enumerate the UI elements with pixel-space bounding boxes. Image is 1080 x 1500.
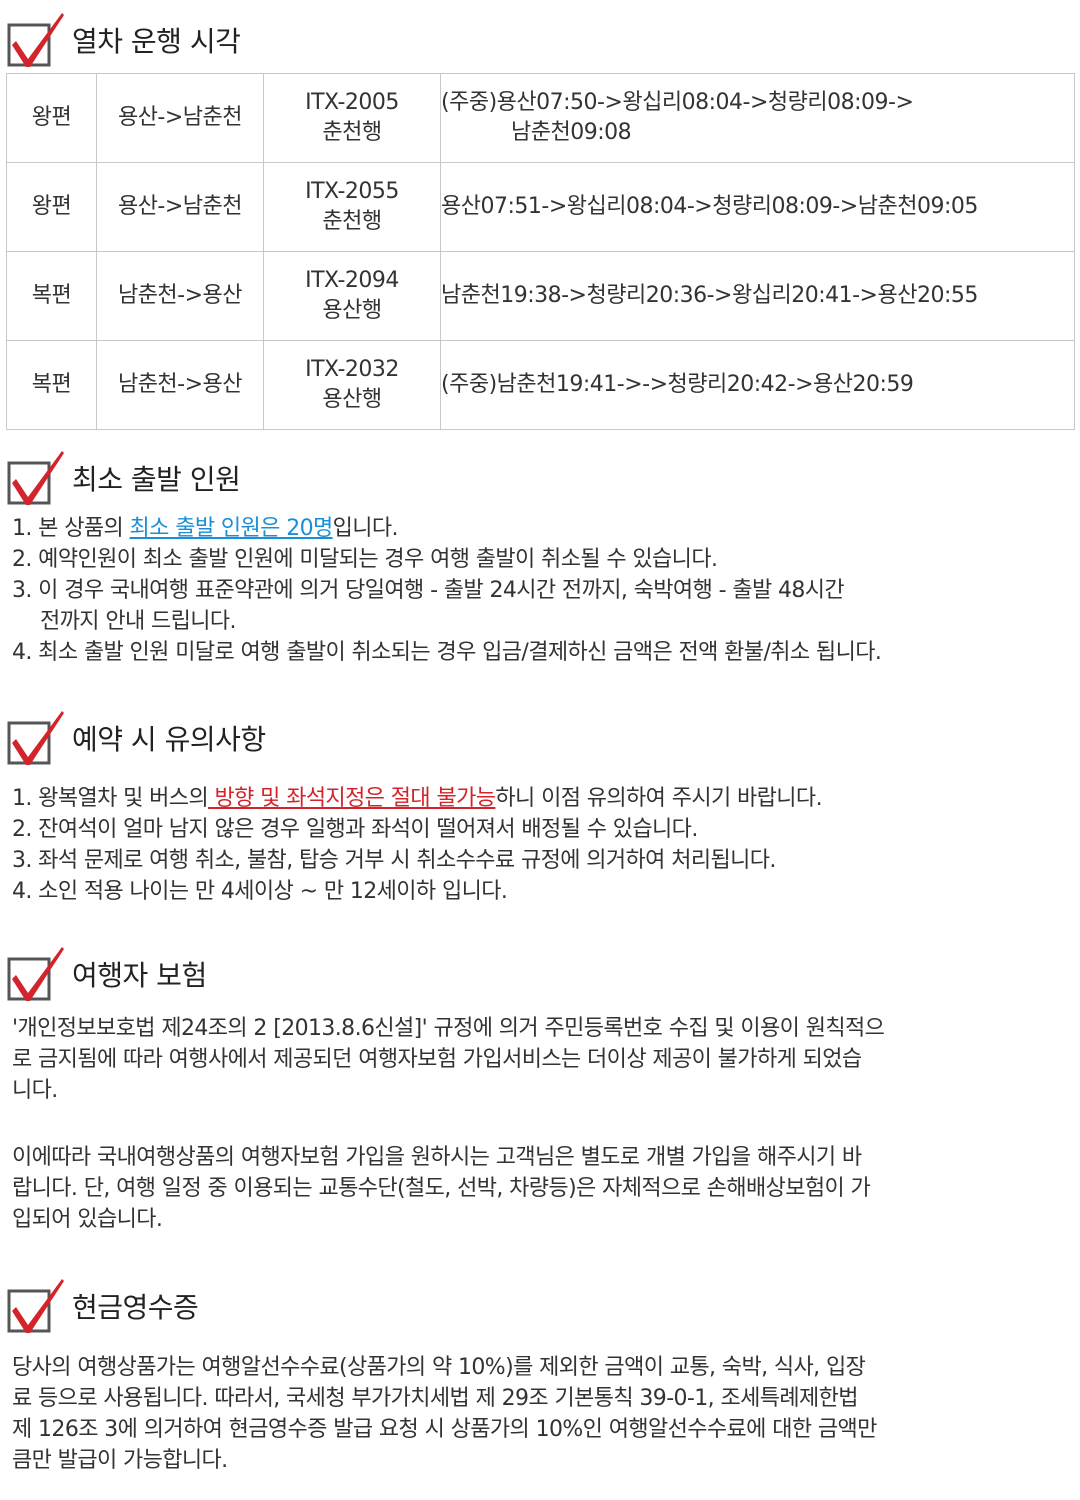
train-number: ITX-2032 xyxy=(305,357,399,382)
seat-warning-highlight: 방향 및 좌석지정은 절대 불가능 xyxy=(208,786,496,811)
section-header-schedule: 열차 운행 시각 xyxy=(6,8,241,72)
paragraph-line: 제 126조 3에 의거하여 현금영수증 발급 요청 시 상품가의 10%인 여… xyxy=(12,1417,877,1442)
list-text: 1. 본 상품의 xyxy=(12,516,130,541)
section-title: 여행자 보험 xyxy=(72,959,207,992)
list-item: 4. 최소 출발 인원 미달로 여행 출발이 취소되는 경우 입금/결제하신 금… xyxy=(12,640,882,665)
list-item: 2. 잔여석이 얼마 남지 않은 경우 일행과 좌석이 떨어져서 배정될 수 있… xyxy=(12,817,698,842)
times-cell: 남춘천19:38->청량리20:36->왕십리20:41->용산20:55 xyxy=(440,251,1075,341)
list-item: 1. 본 상품의 최소 출발 인원은 20명입니다. xyxy=(12,513,881,544)
list-text: 입니다. xyxy=(332,516,399,541)
times-line: 남춘천09:08 xyxy=(511,120,632,145)
table-row: 복편 남춘천->용산 ITX-2032 용산행 (주중)남춘천19:41->->… xyxy=(6,340,1075,430)
checkbox-check-icon xyxy=(7,13,64,67)
section-title: 최소 출발 인원 xyxy=(72,463,241,496)
times-cell: (주중)남춘천19:41->->청량리20:42->용산20:59 xyxy=(440,340,1075,430)
list-text: 하니 이점 유의하여 주시기 바랍니다. xyxy=(495,786,822,811)
checkbox-check-icon xyxy=(7,1279,64,1333)
list-text: 전까지 안내 드립니다. xyxy=(40,609,237,634)
table-row: 복편 남춘천->용산 ITX-2094 용산행 남춘천19:38->청량리20:… xyxy=(6,251,1075,341)
list-text: 1. 왕복열차 및 버스의 xyxy=(12,786,209,811)
route-cell: 남춘천->용산 xyxy=(96,340,264,430)
list-text: 3. 이 경우 국내여행 표준약관에 의거 당일여행 - 출발 24시간 전까지… xyxy=(12,578,845,603)
route-cell: 용산->남춘천 xyxy=(96,162,264,252)
paragraph-line: 료 등으로 사용됩니다. 따라서, 국세청 부가가치세법 제 29조 기본통칙 … xyxy=(12,1386,859,1411)
section-title: 현금영수증 xyxy=(72,1291,199,1324)
list-item: 1. 왕복열차 및 버스의 방향 및 좌석지정은 절대 불가능하니 이점 유의하… xyxy=(12,783,823,814)
receipt-paragraph: 당사의 여행상품가는 여행알선수수료(상품가의 약 10%)를 제외한 금액이 … xyxy=(12,1352,1062,1476)
train-destination: 용산행 xyxy=(322,298,382,323)
times-cell: 용산07:51->왕십리08:04->청량리08:09->남춘천09:05 xyxy=(440,162,1075,252)
section-title: 예약 시 유의사항 xyxy=(72,723,266,756)
table-row: 왕편 용산->남춘천 ITX-2005 춘천행 (주중)용산07:50->왕십리… xyxy=(6,73,1075,163)
list-item: 3. 좌석 문제로 여행 취소, 불참, 탑승 거부 시 취소수수료 규정에 의… xyxy=(12,848,776,873)
paragraph-line: 로 금지됨에 따라 여행사에서 제공되던 여행자보험 가입서비스는 더이상 제공… xyxy=(12,1047,862,1072)
train-number: ITX-2055 xyxy=(305,179,399,204)
train-cell: ITX-2055 춘천행 xyxy=(263,162,441,252)
section-title: 열차 운행 시각 xyxy=(72,25,241,58)
paragraph-line: 랍니다. 단, 여행 일정 중 이용되는 교통수단(철도, 선박, 차량등)은 … xyxy=(12,1176,871,1201)
paragraph-line: 입되어 있습니다. xyxy=(12,1207,163,1232)
checkbox-check-icon xyxy=(7,947,64,1001)
times-line: 남춘천19:38->청량리20:36->왕십리20:41->용산20:55 xyxy=(441,283,978,308)
list-item: 2. 예약인원이 최소 출발 인원에 미달되는 경우 여행 출발이 취소될 수 … xyxy=(12,547,718,572)
train-number: ITX-2094 xyxy=(305,268,399,293)
train-destination: 춘천행 xyxy=(322,120,382,145)
list-item: 4. 소인 적용 나이는 만 4세이상 ~ 만 12세이하 입니다. xyxy=(12,879,508,904)
times-cell: (주중)용산07:50->왕십리08:04->청량리08:09-> 남춘천09:… xyxy=(440,73,1075,163)
insurance-paragraph-2: 이에따라 국내여행상품의 여행자보험 가입을 원하시는 고객님은 별도로 개별 … xyxy=(12,1142,1062,1235)
train-cell: ITX-2005 춘천행 xyxy=(263,73,441,163)
train-cell: ITX-2094 용산행 xyxy=(263,251,441,341)
table-row: 왕편 용산->남춘천 ITX-2055 춘천행 용산07:51->왕십리08:0… xyxy=(6,162,1075,252)
direction-cell: 복편 xyxy=(6,251,97,341)
train-schedule-table: 왕편 용산->남춘천 ITX-2005 춘천행 (주중)용산07:50->왕십리… xyxy=(6,73,1075,430)
paragraph-line: 큼만 발급이 가능합니다. xyxy=(12,1448,228,1473)
route-cell: 용산->남춘천 xyxy=(96,73,264,163)
caution-list: 1. 왕복열차 및 버스의 방향 및 좌석지정은 절대 불가능하니 이점 유의하… xyxy=(12,783,823,907)
train-number: ITX-2005 xyxy=(305,90,399,115)
min-people-list: 1. 본 상품의 최소 출발 인원은 20명입니다. 2. 예약인원이 최소 출… xyxy=(12,513,882,668)
times-line: 용산07:51->왕십리08:04->청량리08:09->남춘천09:05 xyxy=(441,194,978,219)
section-header-insurance: 여행자 보험 xyxy=(6,942,207,1006)
direction-cell: 복편 xyxy=(6,340,97,430)
route-cell: 남춘천->용산 xyxy=(96,251,264,341)
paragraph-line: 당사의 여행상품가는 여행알선수수료(상품가의 약 10%)를 제외한 금액이 … xyxy=(12,1355,866,1380)
direction-cell: 왕편 xyxy=(6,162,97,252)
section-header-min-people: 최소 출발 인원 xyxy=(6,446,241,510)
times-line: (주중)남춘천19:41->->청량리20:42->용산20:59 xyxy=(441,372,914,397)
min-people-highlight-link[interactable]: 최소 출발 인원은 20명 xyxy=(129,516,334,541)
paragraph-line: 니다. xyxy=(12,1078,58,1103)
paragraph-line: 이에따라 국내여행상품의 여행자보험 가입을 원하시는 고객님은 별도로 개별 … xyxy=(12,1145,862,1170)
train-destination: 용산행 xyxy=(322,387,382,412)
direction-cell: 왕편 xyxy=(6,73,97,163)
checkbox-check-icon xyxy=(7,451,64,505)
times-line: (주중)용산07:50->왕십리08:04->청량리08:09-> xyxy=(441,90,914,115)
train-cell: ITX-2032 용산행 xyxy=(263,340,441,430)
train-destination: 춘천행 xyxy=(322,209,382,234)
list-item: 3. 이 경우 국내여행 표준약관에 의거 당일여행 - 출발 24시간 전까지… xyxy=(12,575,881,637)
paragraph-line: '개인정보보호법 제24조의 2 [2013.8.6신설]' 규정에 의거 주민… xyxy=(12,1016,885,1041)
section-header-receipt: 현금영수증 xyxy=(6,1274,199,1338)
section-header-caution: 예약 시 유의사항 xyxy=(6,706,266,770)
checkbox-check-icon xyxy=(7,711,64,765)
insurance-paragraph-1: '개인정보보호법 제24조의 2 [2013.8.6신설]' 규정에 의거 주민… xyxy=(12,1013,1062,1106)
